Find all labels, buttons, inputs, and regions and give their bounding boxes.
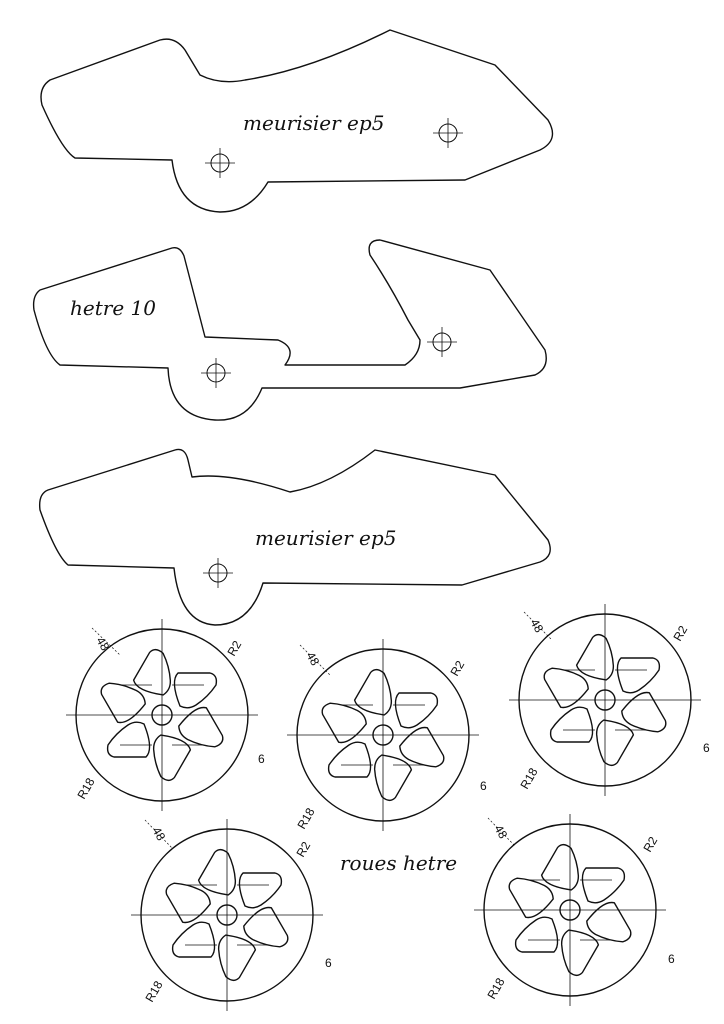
wheel-2: 48 R2 R18 6 — [287, 639, 487, 832]
wheel-1: 48 R2 R18 6 — [66, 619, 265, 811]
radius-small-label-4: R2 — [293, 839, 313, 860]
pivot-hole-icon-2 — [200, 357, 232, 389]
hole-size-label-3: 6 — [703, 741, 710, 755]
diameter-label-2: 48 — [303, 650, 322, 669]
diameter-label: 48 — [93, 635, 112, 654]
part-2-outline: hetre 10 — [32, 239, 547, 421]
radius-small-label-2: R2 — [447, 658, 467, 679]
axle-hole-icon-2 — [426, 326, 458, 358]
wheel-3: 48 R2 R18 6 — [509, 604, 710, 796]
radius-small-label-3: R2 — [670, 623, 690, 644]
radius-large-label-5: R18 — [484, 975, 507, 1001]
wheel-5: 48 R2 R18 6 — [474, 814, 675, 1006]
radius-large-label: R18 — [74, 775, 97, 801]
hole-size-label-2: 6 — [480, 779, 487, 793]
radius-large-label-3: R18 — [517, 765, 540, 791]
part-1-outline: meurisier ep5 — [40, 29, 554, 213]
hole-size-label-5: 6 — [668, 952, 675, 966]
wheels-label: roues hetre — [340, 851, 457, 875]
radius-large-label-2: R18 — [294, 805, 317, 831]
radius-small-label: R2 — [224, 638, 244, 659]
radius-small-label-5: R2 — [640, 834, 660, 855]
diameter-label-4: 48 — [149, 825, 168, 844]
axle-hole-icon — [432, 117, 464, 149]
part-3-label: meurisier ep5 — [255, 526, 396, 550]
diameter-label-5: 48 — [491, 823, 510, 842]
wheel-4: 48 R2 R18 6 — [131, 819, 332, 1011]
diameter-label-3: 48 — [527, 617, 546, 636]
part-2-label: hetre 10 — [70, 296, 156, 320]
radius-large-label-4: R18 — [142, 978, 165, 1004]
part-1-label: meurisier ep5 — [243, 111, 384, 135]
pivot-hole-icon — [204, 147, 236, 179]
hole-size-label: 6 — [258, 752, 265, 766]
hole-size-label-4: 6 — [325, 956, 332, 970]
pivot-hole-icon-3 — [202, 557, 234, 589]
part-3-outline: meurisier ep5 — [38, 448, 551, 626]
